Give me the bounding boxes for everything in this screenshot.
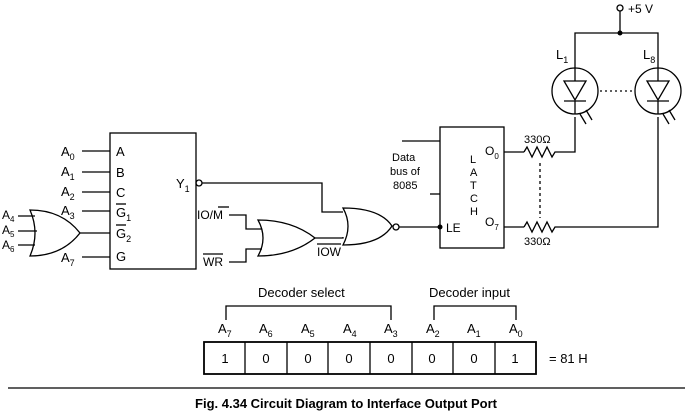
- resistor-r0: [523, 117, 576, 159]
- svg-text:A0: A0: [509, 321, 523, 339]
- svg-text:A3: A3: [384, 321, 398, 339]
- y1-wire: [202, 182, 343, 213]
- latch-le-label: LE: [446, 221, 461, 235]
- data-bus-label-line3: 8085: [393, 180, 417, 192]
- iow-label: IOW: [317, 245, 342, 259]
- decoder-input-label-a0: A0: [61, 144, 75, 162]
- decoder-select-bracket: [225, 305, 392, 320]
- decoder-input-lines: [80, 150, 110, 258]
- led-l1: [551, 67, 599, 125]
- decoder-input-label: Decoder input: [429, 285, 510, 300]
- decoder-output-label: Y1: [176, 176, 190, 194]
- latch-letter-c: C: [470, 193, 478, 205]
- y1-bubble: [195, 179, 203, 187]
- or-input-a5: A5: [2, 223, 15, 239]
- bit-a1: 0: [470, 351, 477, 366]
- bit-a0: 1: [511, 351, 518, 366]
- supply-rail: [574, 32, 659, 68]
- address-table-cells: [203, 341, 537, 375]
- decoder-pin-b: B: [116, 165, 125, 180]
- led-l1-label: L1: [556, 47, 568, 65]
- data-bus-label-line1: Data: [392, 152, 416, 164]
- decoder-pin-c: C: [116, 185, 125, 200]
- led-l8: [634, 67, 682, 125]
- supply-label: +5 V: [628, 2, 653, 16]
- address-result: = 81 H: [549, 351, 588, 366]
- latch-letter-t: T: [470, 180, 477, 192]
- decoder-input-label-a7: A7: [61, 250, 75, 268]
- or-input-a4: A4: [2, 208, 15, 224]
- decoder-pin-g1: G1: [116, 205, 131, 223]
- bit-a5: 0: [304, 351, 311, 366]
- bit-a4: 0: [345, 351, 352, 366]
- io-m-label: IO/M: [197, 208, 223, 222]
- or-input-a6: A6: [2, 238, 15, 254]
- data-bus-label-line2: bus of: [390, 166, 421, 178]
- bit-a3: 0: [387, 351, 394, 366]
- svg-text:A6: A6: [259, 321, 273, 339]
- svg-text:A4: A4: [343, 321, 357, 339]
- decoder-input-label-a1: A1: [61, 164, 75, 182]
- decoder-box: [109, 132, 197, 270]
- latch-letter-a: A: [470, 167, 478, 179]
- bit-a6: 0: [262, 351, 269, 366]
- nor-gate: [341, 207, 440, 246]
- bit-a2: 0: [428, 351, 435, 366]
- latch-box: [439, 126, 505, 249]
- decoder-input-label-a3: A3: [61, 203, 75, 221]
- decoder-input-bracket: [433, 305, 517, 320]
- decoder-select-label: Decoder select: [258, 285, 345, 300]
- latch-out0-label: O0: [485, 144, 499, 161]
- decoder-pin-a: A: [116, 144, 125, 159]
- figure-caption: Fig. 4.34 Circuit Diagram to Interface O…: [195, 396, 498, 411]
- resistor-r7: [523, 117, 659, 234]
- svg-text:A1: A1: [467, 321, 481, 339]
- or-gate-iow: [229, 214, 344, 263]
- latch-letter-l: L: [470, 154, 476, 166]
- or-gate-a4-a6: [18, 209, 81, 257]
- wr-label: WR: [203, 255, 223, 269]
- bit-a7: 1: [221, 351, 228, 366]
- led-l8-label: L8: [643, 47, 655, 65]
- supply-terminal: [616, 4, 624, 12]
- svg-text:A7: A7: [218, 321, 232, 339]
- decoder-input-label-a2: A2: [61, 184, 75, 202]
- svg-text:A2: A2: [426, 321, 440, 339]
- svg-text:A5: A5: [301, 321, 315, 339]
- address-table-headers: A7 A6 A5 A4 A3 A2 A1 A0: [218, 321, 523, 339]
- decoder-pin-g2: G2: [116, 226, 131, 244]
- resistor-r0-label: 330Ω: [524, 134, 551, 146]
- latch-out7-label: O7: [485, 215, 499, 232]
- supply-junction: [617, 30, 623, 36]
- resistor-r7-label: 330Ω: [524, 236, 551, 248]
- latch-letter-h: H: [470, 206, 478, 218]
- decoder-pin-g: G: [116, 249, 126, 264]
